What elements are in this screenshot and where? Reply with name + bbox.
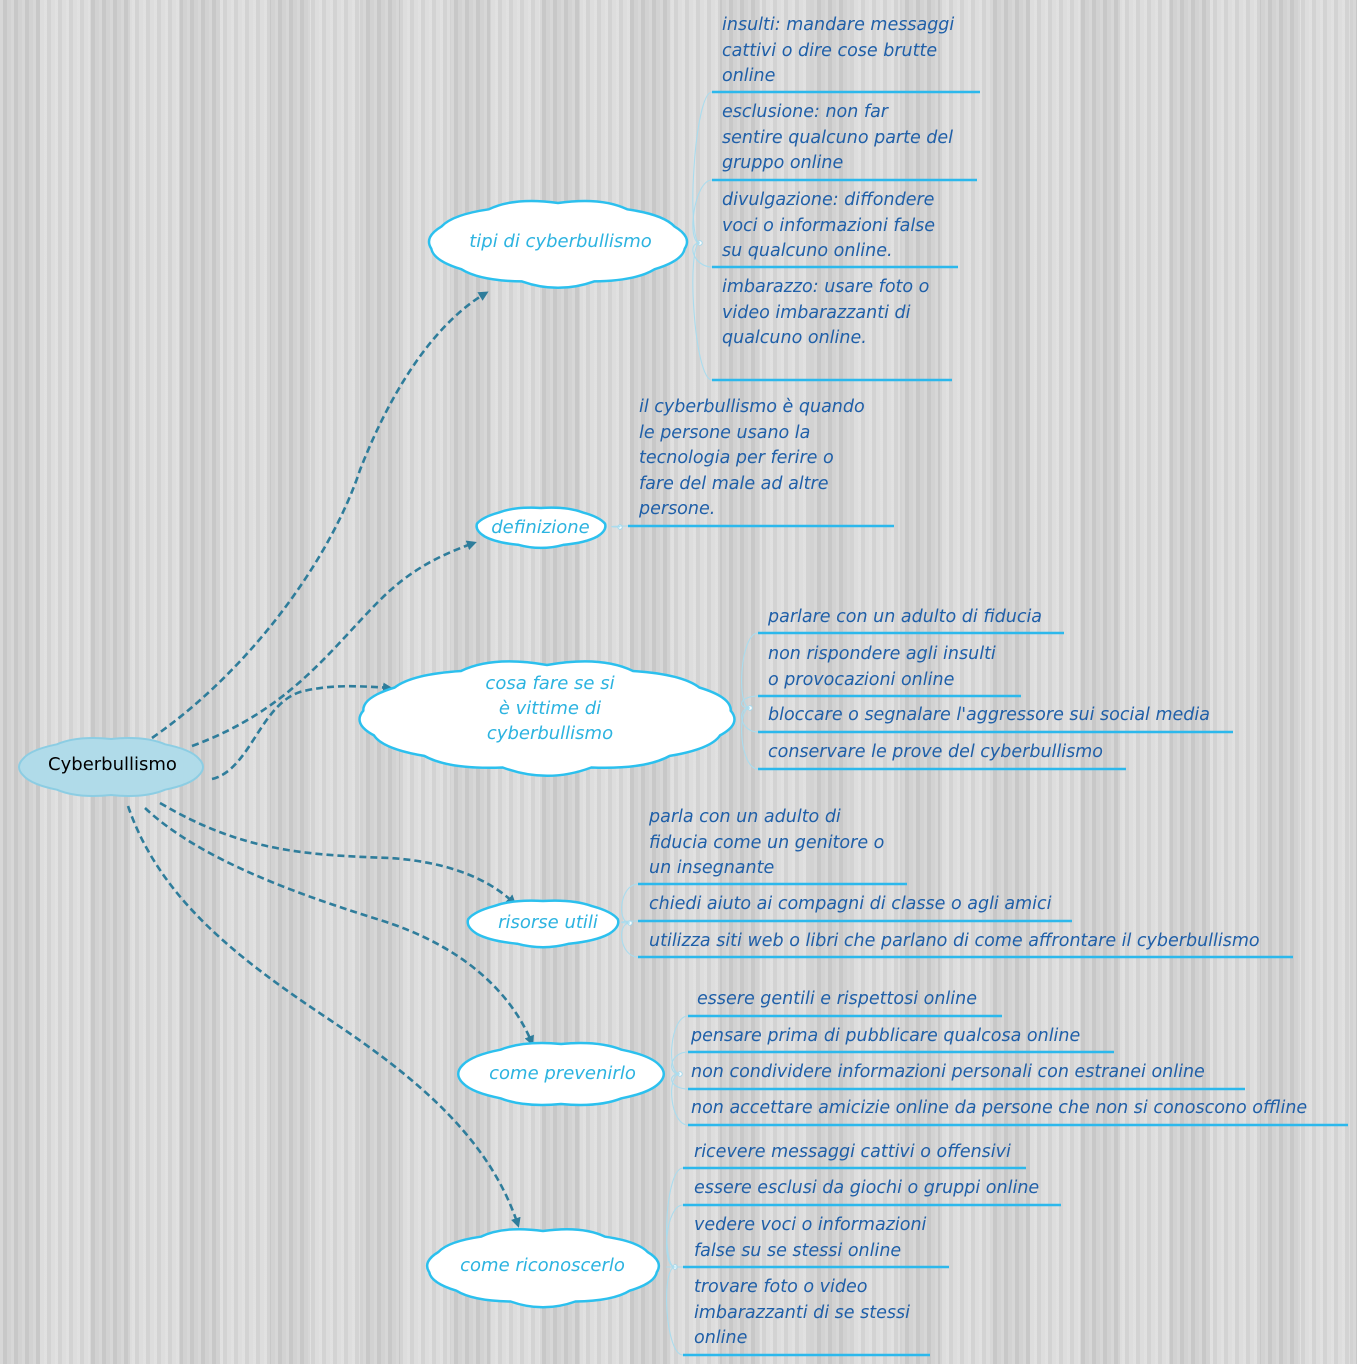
topic-label-prevenire[interactable]: come prevenirlo — [489, 1063, 636, 1084]
leaf-branch-tipi-1 — [692, 179, 713, 244]
leaf-branch-tipi-0 — [692, 91, 713, 244]
leaf-vittime-prove[interactable]: conservare le prove del cyberbullismo — [768, 742, 1103, 762]
leaf-riconoscere-foto[interactable]: trovare foto o video imbarazzanti di se … — [694, 1277, 910, 1348]
topic-cloud-definizione — [475, 506, 607, 550]
leaf-branch-riconoscere-0 — [666, 1167, 684, 1268]
leaf-risorse-siti[interactable]: utilizza siti web o libri che parlano di… — [649, 931, 1260, 951]
leaf-tipi-divulgazione[interactable]: divulgazione: diffondere voci o informaz… — [722, 190, 936, 261]
leaf-tipi-insulti[interactable]: insulti: mandare messaggi cattivi o dire… — [722, 15, 955, 86]
topic-label-definizione[interactable]: definizione — [491, 517, 590, 538]
leaf-vittime-bloccare[interactable]: bloccare o segnalare l'aggressore sui so… — [768, 705, 1210, 725]
root-cloud-shape — [18, 737, 204, 797]
leaf-branch-risorse-0 — [621, 883, 639, 924]
topic-label-risorse[interactable]: risorse utili — [498, 912, 598, 933]
leaf-prevenire-condividere[interactable]: non condividere informazioni personali c… — [691, 1062, 1205, 1082]
leaf-branches — [611, 91, 759, 1356]
topic-cloud-tipi — [427, 199, 689, 289]
leaf-branch-vittime-1 — [741, 695, 759, 709]
leaf-branch-risorse-2 — [621, 922, 639, 958]
leaf-riconoscere-esclusi[interactable]: essere esclusi da giochi o gruppi online — [694, 1178, 1040, 1198]
leaf-branch-prevenire-3 — [671, 1073, 689, 1126]
leaf-branch-definizione-0 — [611, 525, 629, 528]
leaf-tipi-esclusione[interactable]: esclusione: non far sentire qualcuno par… — [722, 102, 954, 173]
leaf-branch-prevenire-0 — [671, 1015, 689, 1075]
leaf-branch-prevenire-1 — [671, 1051, 689, 1075]
topic-cloud-prevenire — [456, 1041, 666, 1107]
connectors — [126, 291, 534, 1228]
clouds — [18, 199, 736, 1309]
topic-cloud-riconoscere — [425, 1227, 661, 1309]
topic-label-riconoscere[interactable]: come riconoscerlo — [460, 1255, 625, 1276]
leaf-risorse-compagni[interactable]: chiedi aiuto ai compagni di classe o agl… — [649, 894, 1052, 914]
connector-tipi — [151, 291, 489, 740]
leaf-prevenire-gentili[interactable]: essere gentili e rispettosi online — [697, 989, 977, 1009]
connector-prevenire — [144, 807, 534, 1046]
connector-definizione — [191, 540, 477, 748]
leaf-branch-riconoscere-3 — [666, 1266, 684, 1356]
leaf-tipi-imbarazzo[interactable]: imbarazzo: usare foto o video imbarazzan… — [722, 277, 930, 348]
leaf-branch-tipi-2 — [692, 242, 713, 268]
leaf-vittime-adulto[interactable]: parlare con un adulto di fiducia — [768, 607, 1043, 627]
leaf-branch-tipi-3 — [692, 242, 713, 381]
leaf-definizione[interactable]: il cyberbullismo è quando le persone usa… — [639, 397, 865, 519]
leaf-branch-vittime-3 — [741, 707, 759, 770]
topic-label-vittime[interactable]: cosa fare se si è vittime di cyberbullis… — [485, 673, 615, 744]
connector-risorse — [159, 801, 517, 906]
leaf-risorse-adulto[interactable]: parla con un adulto di fiducia come un g… — [649, 807, 885, 878]
topic-label-tipi[interactable]: tipi di cyberbullismo — [469, 231, 652, 252]
topic-cloud-risorse — [466, 899, 620, 949]
topic-cloud-vittime — [358, 660, 736, 778]
leaf-riconoscere-messaggi[interactable]: ricevere messaggi cattivi o offensivi — [694, 1142, 1011, 1162]
connector-riconoscere — [126, 805, 521, 1228]
leaf-branch-risorse-1 — [621, 920, 639, 924]
leaf-prevenire-pensare[interactable]: pensare prima di pubblicare qualcosa onl… — [691, 1026, 1081, 1046]
leaf-riconoscere-voci[interactable]: vedere voci o informazioni false su se s… — [694, 1215, 927, 1261]
root-label[interactable]: Cyberbullismo — [48, 754, 177, 775]
leaf-branch-riconoscere-1 — [666, 1204, 684, 1268]
leaf-underlines — [628, 90, 1348, 1357]
leaf-branch-vittime-0 — [741, 632, 759, 709]
leaf-prevenire-amicizie[interactable]: non accettare amicizie online da persone… — [691, 1098, 1308, 1118]
connector-vittime — [211, 682, 393, 781]
leaf-branch-vittime-2 — [741, 707, 759, 733]
leaf-vittime-non-rispondere[interactable]: non rispondere agli insulti o provocazio… — [768, 644, 996, 690]
